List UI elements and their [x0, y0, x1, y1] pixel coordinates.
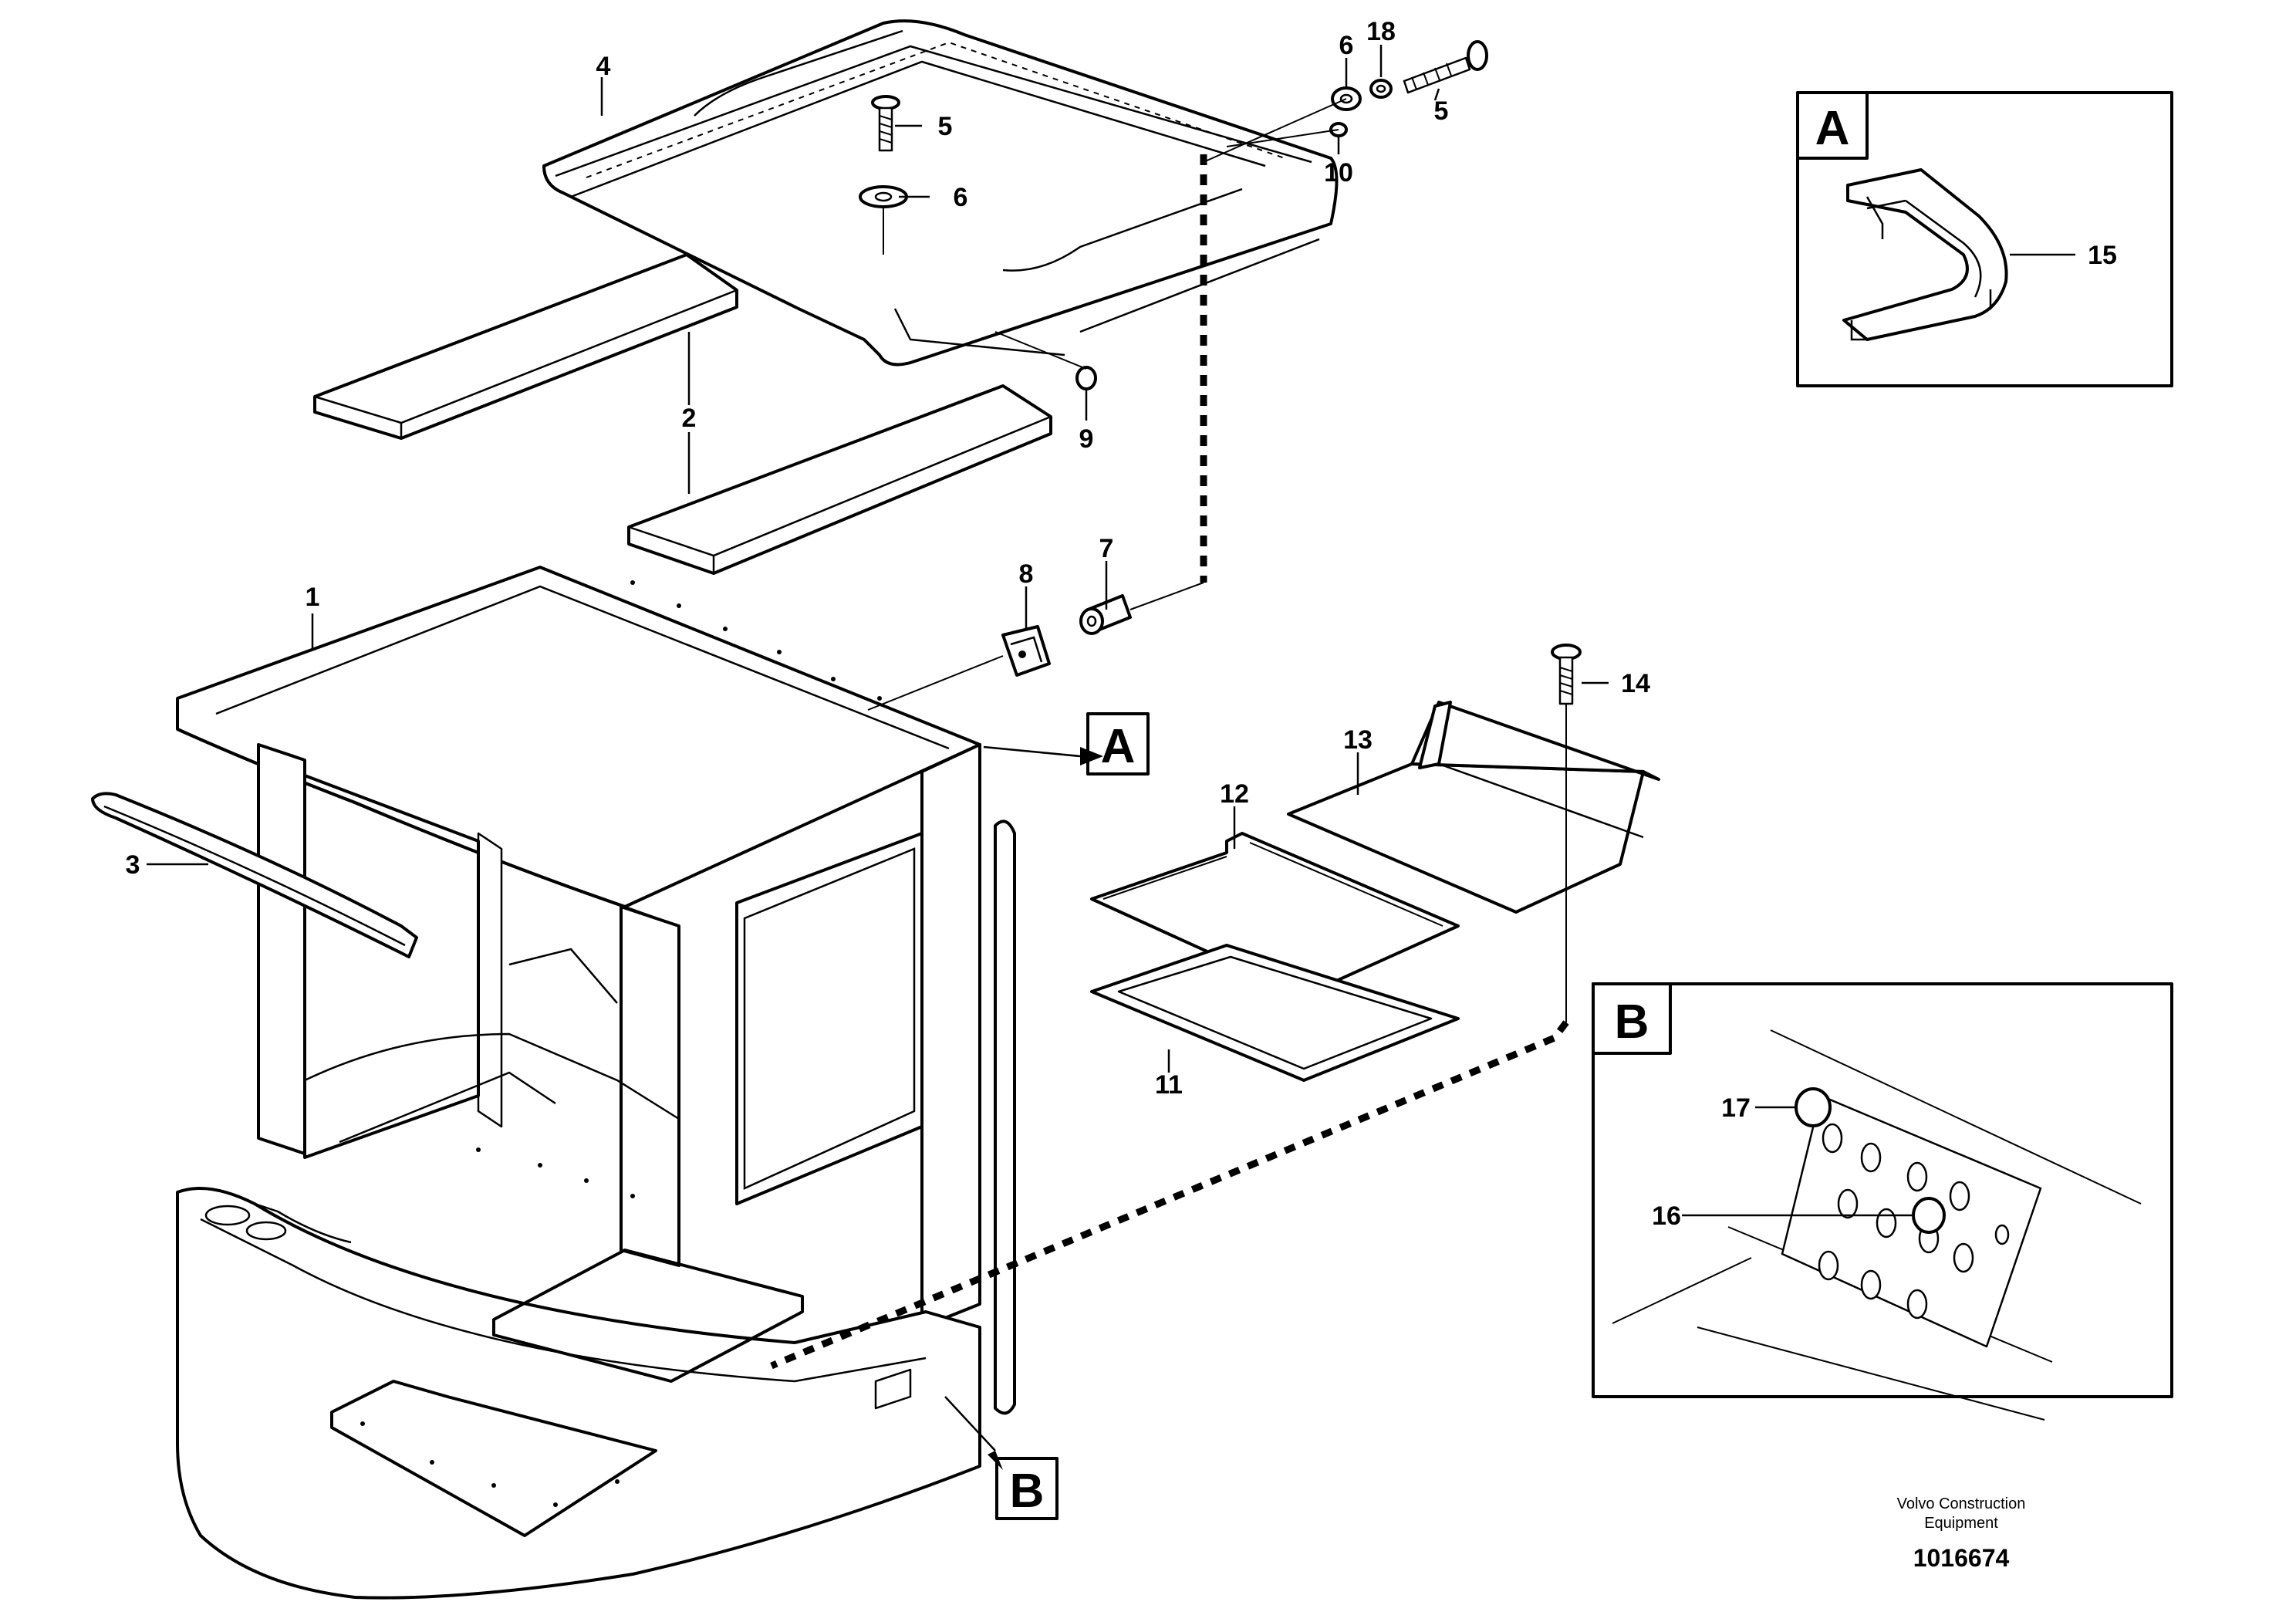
detail-b-panel-label: B: [1615, 995, 1649, 1049]
footer-line-2: Equipment: [1924, 1515, 1998, 1532]
grommet-plate: [1781, 1094, 2042, 1348]
part-label-9: 9: [1079, 424, 1094, 454]
drawing-number: 1016674: [1913, 1544, 2010, 1572]
clip-8: [1001, 625, 1051, 677]
part-label-11: 11: [1155, 1070, 1183, 1100]
part-label-3: 3: [126, 850, 140, 880]
part-label-12: 12: [1220, 779, 1249, 809]
callout-b-label: B: [1010, 1465, 1045, 1518]
part-label-18: 18: [1366, 17, 1396, 46]
part-label-14: 14: [1621, 669, 1650, 698]
part-label-4: 4: [596, 52, 611, 81]
part-label-7: 7: [1099, 534, 1114, 563]
footer-line-1: Volvo Construction: [1897, 1495, 2026, 1512]
part-labels: 1 2 3 4 5 6 6 5 7 8 9 10 11 12 13 14 15 …: [126, 17, 2117, 1231]
floor-gasket-11: [1090, 944, 1460, 1082]
air-duct-15: [1842, 168, 2008, 341]
insulation-pad-lower: [627, 384, 1052, 575]
part-label-2: 2: [682, 404, 697, 433]
part-label-6b: 6: [1339, 31, 1354, 60]
part-label-17: 17: [1721, 1093, 1751, 1123]
callout-a: A: [983, 712, 1150, 776]
part-label-5: 5: [938, 112, 953, 141]
plug-17: [1795, 1087, 1832, 1127]
detail-a-panel-label: A: [1815, 102, 1850, 155]
part-label-5b: 5: [1434, 96, 1449, 126]
roof-panel: [542, 19, 1339, 367]
part-label-15: 15: [2088, 241, 2117, 270]
part-label-8: 8: [1019, 559, 1034, 589]
part-label-13: 13: [1343, 725, 1373, 755]
bolt-upper: [871, 95, 900, 152]
plug-16: [1912, 1197, 1946, 1234]
spacer-7: [1079, 594, 1132, 635]
detail-b-panel: B: [1592, 982, 2173, 1421]
leader-lines: [147, 45, 1609, 1073]
part-label-6: 6: [954, 183, 968, 212]
part-label-16: 16: [1652, 1201, 1681, 1231]
insulation-pad-upper: [313, 253, 738, 440]
cab-body: [176, 566, 1016, 1600]
bolt-14: [1551, 644, 1582, 705]
detail-a-panel: A: [1796, 91, 2173, 387]
part-label-1: 1: [306, 583, 320, 612]
window-seal-strip: [91, 792, 418, 958]
floor-panel-13: [1287, 701, 1660, 914]
callout-a-label: A: [1101, 720, 1136, 773]
bolt-right: [1403, 40, 1488, 94]
plug-9: [1075, 366, 1097, 390]
connector-lines: [770, 98, 1569, 1370]
cab-fastener-holes: [360, 580, 882, 1507]
footer: Volvo Construction Equipment 1016674: [1897, 1495, 2026, 1572]
washer-upper: [859, 185, 908, 255]
washer-18: [1369, 79, 1393, 99]
callout-b: B: [944, 1396, 1059, 1520]
part-label-10: 10: [1324, 158, 1353, 188]
